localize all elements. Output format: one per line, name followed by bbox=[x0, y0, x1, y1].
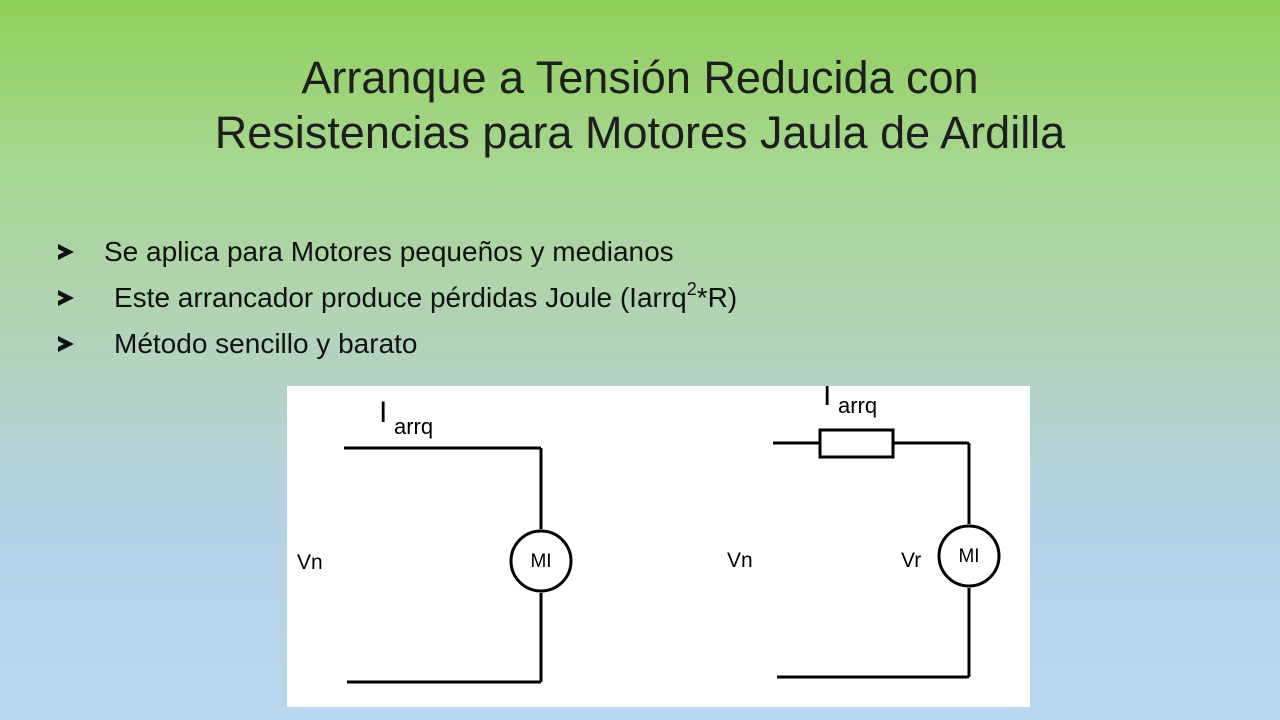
circuit-svg: MI Vn I arrq MI Vn Vr I arrq bbox=[297, 386, 1001, 684]
resistor-symbol bbox=[818, 428, 895, 459]
voltage-label: Vn bbox=[297, 551, 323, 574]
left-circuit: MI Vn I arrq bbox=[297, 396, 573, 684]
motor-symbol bbox=[937, 524, 1001, 588]
arrow-bullet-icon bbox=[58, 290, 74, 306]
current-symbol: I bbox=[823, 386, 831, 412]
slide-title: Arranque a Tensión Reducida con Resisten… bbox=[0, 50, 1280, 160]
motor-voltage-label: Vr bbox=[901, 549, 921, 572]
current-subscript: arrq bbox=[394, 414, 433, 439]
motor-symbol bbox=[509, 529, 573, 593]
motor-label: MI bbox=[958, 546, 979, 567]
circuit-diagram: MI Vn I arrq MI Vn Vr I arrq bbox=[287, 386, 1030, 707]
title-line-1: Arranque a Tensión Reducida con bbox=[301, 52, 979, 103]
source-voltage-label: Vn bbox=[727, 549, 753, 572]
arrow-bullet-icon bbox=[58, 244, 74, 260]
bullet-item: Método sencillo y barato bbox=[58, 321, 737, 367]
bullet-item: Este arrancador produce pérdidas Joule (… bbox=[58, 275, 737, 321]
bullet-item: Se aplica para Motores pequeños y median… bbox=[58, 229, 737, 275]
current-subscript: arrq bbox=[838, 393, 877, 418]
arrow-bullet-icon bbox=[58, 336, 74, 352]
title-line-2: Resistencias para Motores Jaula de Ardil… bbox=[214, 107, 1066, 158]
right-circuit: MI Vn Vr I arrq bbox=[727, 386, 1001, 679]
motor-label: MI bbox=[530, 551, 551, 572]
bullet-list: Se aplica para Motores pequeños y median… bbox=[58, 229, 737, 367]
current-symbol: I bbox=[379, 396, 387, 429]
